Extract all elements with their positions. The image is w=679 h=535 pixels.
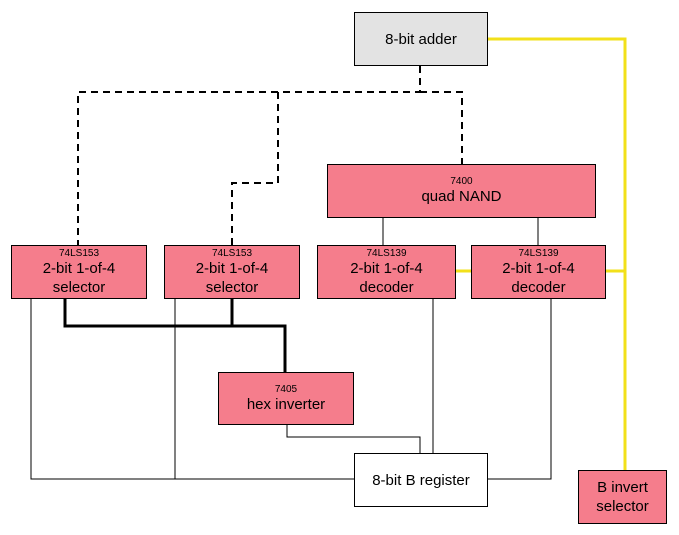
wire-sel1-register — [30, 299, 354, 480]
decoder-2-part-number: 74LS139 — [518, 247, 559, 259]
nand-label: quad NAND — [421, 188, 502, 205]
selector-2-line-2: selector — [205, 278, 259, 296]
selector-1-box: 74LS153 2-bit 1-of-4 selector — [11, 245, 147, 299]
selector-2-line-1: 2-bit 1-of-4 — [195, 259, 269, 277]
wire-dec2-register — [487, 299, 552, 480]
thin-wires — [30, 218, 552, 480]
b-invert-selector-line-2: selector — [596, 498, 649, 515]
hex-inverter-box: 7405 hex inverter — [218, 372, 354, 425]
decoder-2-line-1: 2-bit 1-of-4 — [502, 259, 575, 277]
decoder-1-line-1: 2-bit 1-of-4 — [350, 259, 423, 277]
nand-part-number: 7400 — [450, 176, 473, 187]
decoder-1-line-2: decoder — [359, 278, 414, 296]
nand-box: 7400 quad NAND — [327, 164, 596, 218]
selector-1-line-2: selector — [52, 278, 106, 296]
wire-sel1-inverter — [63, 299, 287, 372]
adder-box: 8-bit adder — [354, 12, 488, 66]
wire-adder-sel2 — [231, 92, 279, 245]
selector-1-line-1: 2-bit 1-of-4 — [42, 259, 116, 277]
selector-1-part-number: 74LS153 — [58, 247, 100, 259]
decoder-2-box: 74LS139 2-bit 1-of-4 decoder — [471, 245, 606, 299]
hex-inverter-label: hex inverter — [246, 395, 326, 413]
selector-2-box: 74LS153 2-bit 1-of-4 selector — [164, 245, 300, 299]
b-register-box: 8-bit B register — [354, 453, 488, 507]
b-register-label: 8-bit B register — [372, 471, 470, 489]
control-wires — [456, 37, 627, 470]
selector-2-part-number: 74LS153 — [211, 247, 253, 259]
wire-adder-sel1 — [77, 66, 421, 245]
decoder-1-part-number: 74LS139 — [366, 247, 407, 259]
decoder-2-line-2: decoder — [511, 278, 566, 296]
wire-inverter-register — [286, 425, 421, 453]
b-invert-selector-box: B invert selector — [578, 470, 667, 524]
dashed-wires — [77, 66, 463, 245]
adder-label: 8-bit adder — [385, 30, 457, 48]
wire-adder-nand — [420, 91, 463, 164]
b-invert-selector-line-1: B invert — [597, 479, 648, 496]
wire-adder-invert-selector — [488, 37, 627, 470]
hex-inverter-part-number: 7405 — [274, 383, 298, 395]
thick-wires — [63, 299, 287, 372]
decoder-1-box: 74LS139 2-bit 1-of-4 decoder — [317, 245, 456, 299]
